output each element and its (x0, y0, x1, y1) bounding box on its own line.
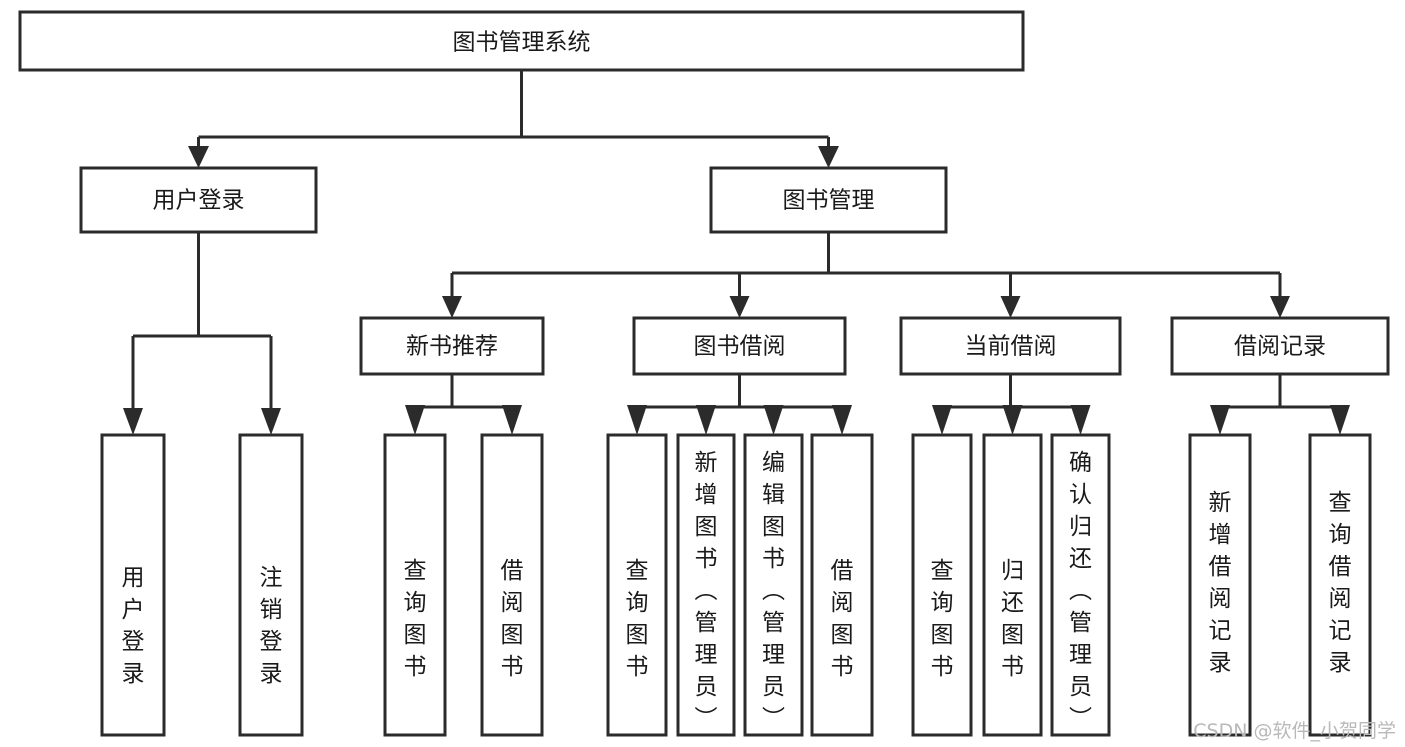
arrow-head-leaf-add-book (696, 405, 716, 435)
node-leaf-query-book-recommend[interactable]: 查询图书 (383, 433, 447, 737)
node-leaf-logout-label: 注销登录 (260, 565, 283, 687)
node-book-borrow-box[interactable] (632, 316, 847, 376)
node-leaf-borrow-book[interactable]: 借阅图书 (810, 433, 874, 737)
arrow-head-leaf-query-book-borrow (627, 405, 647, 435)
node-leaf-add-book-label: 新增图书︵管理员︶ (695, 450, 718, 732)
arrow-head-new-book-recommend (442, 296, 462, 318)
node-leaf-edit-book-box[interactable] (743, 433, 804, 737)
node-borrow-record-label: 借阅记录 (1234, 334, 1326, 360)
node-leaf-query-book-borrow-label: 查询图书 (626, 558, 649, 680)
node-leaf-add-book[interactable]: 新增图书︵管理员︶ (676, 433, 736, 737)
node-leaf-query-book-current[interactable]: 查询图书 (911, 433, 973, 737)
node-book-manage-label: 图书管理 (783, 188, 875, 214)
arrow-head-leaf-add-borrow-record (1210, 405, 1230, 435)
node-current-borrow-label: 当前借阅 (965, 334, 1057, 360)
node-leaf-logout[interactable]: 注销登录 (238, 433, 304, 737)
node-leaf-logout-box[interactable] (238, 433, 304, 737)
node-leaf-edit-book-label: 编辑图书︵管理员︶ (762, 450, 785, 732)
node-new-book-recommend-label: 新书推荐 (406, 334, 498, 360)
node-leaf-borrow-book-recommend[interactable]: 借阅图书 (480, 433, 544, 737)
arrow-head-leaf-logout (261, 408, 281, 435)
node-new-book-recommend-box[interactable] (359, 316, 545, 376)
node-leaf-add-borrow-record-label: 新增借阅记录 (1209, 490, 1232, 676)
watermark: CSDN @软件_小贺同学 (1193, 720, 1396, 742)
node-new-book-recommend[interactable]: 新书推荐 (359, 316, 545, 376)
node-leaf-add-borrow-record-box[interactable] (1188, 433, 1252, 737)
connector-layer (123, 70, 1350, 435)
node-leaf-query-book-current-label: 查询图书 (931, 558, 954, 680)
arrow-head-leaf-borrow-book (832, 405, 852, 435)
node-leaf-user-login-label: 用户登录 (122, 565, 145, 687)
arrow-head-current-borrow (1000, 296, 1021, 318)
node-leaf-borrow-book-label: 借阅图书 (831, 558, 854, 680)
node-borrow-record-box[interactable] (1170, 316, 1390, 376)
arrow-head-user-login (188, 146, 209, 168)
arrow-head-leaf-confirm-return (1070, 405, 1091, 435)
node-leaf-borrow-book-recommend-box[interactable] (480, 433, 544, 737)
arrow-head-leaf-query-book-recommend (405, 405, 425, 435)
node-leaf-confirm-return-label: 确认归还︵管理员︶ (1069, 450, 1092, 732)
arrow-head-leaf-return-book (1002, 405, 1023, 435)
arrow-head-leaf-query-borrow-record (1330, 405, 1350, 435)
node-leaf-return-book-box[interactable] (982, 433, 1043, 737)
arrow-head-leaf-user-login (123, 408, 143, 435)
node-leaf-query-book-current-box[interactable] (911, 433, 973, 737)
node-leaf-confirm-return-box[interactable] (1050, 433, 1111, 737)
node-leaf-query-borrow-record-box[interactable] (1308, 433, 1372, 737)
node-root-box[interactable] (18, 10, 1025, 72)
node-leaf-query-borrow-record-label: 查询借阅记录 (1329, 490, 1352, 676)
node-leaf-query-book-borrow[interactable]: 查询图书 (606, 433, 668, 737)
node-leaf-user-login-box[interactable] (100, 433, 166, 737)
node-leaf-add-book-box[interactable] (676, 433, 736, 737)
node-leaf-query-borrow-record[interactable]: 查询借阅记录 (1308, 433, 1372, 737)
node-leaf-return-book[interactable]: 归还图书 (982, 433, 1043, 737)
node-user-login[interactable]: 用户登录 (79, 166, 318, 234)
node-root-label: 图书管理系统 (453, 30, 591, 56)
arrow-head-leaf-query-book-current (932, 405, 952, 435)
node-leaf-query-book-recommend-label: 查询图书 (404, 558, 427, 680)
node-leaf-query-book-recommend-box[interactable] (383, 433, 447, 737)
node-leaf-return-book-label: 归还图书 (1001, 558, 1024, 680)
node-root[interactable]: 图书管理系统 (18, 10, 1025, 72)
node-leaf-borrow-book-recommend-label: 借阅图书 (501, 558, 524, 680)
node-leaf-borrow-book-box[interactable] (810, 433, 874, 737)
node-leaf-edit-book[interactable]: 编辑图书︵管理员︶ (743, 433, 804, 737)
arrow-head-leaf-borrow-book-recommend (502, 405, 522, 435)
node-current-borrow-box[interactable] (899, 316, 1122, 376)
arrow-head-book-manage (818, 146, 839, 168)
node-current-borrow[interactable]: 当前借阅 (899, 316, 1122, 376)
node-user-login-box[interactable] (79, 166, 318, 234)
node-leaf-query-book-borrow-box[interactable] (606, 433, 668, 737)
arrow-head-book-borrow (729, 296, 750, 318)
node-book-manage-box[interactable] (709, 166, 948, 234)
node-leaf-add-borrow-record[interactable]: 新增借阅记录 (1188, 433, 1252, 737)
node-leaf-user-login[interactable]: 用户登录 (100, 433, 166, 737)
arrow-head-borrow-record (1270, 296, 1290, 318)
node-book-manage[interactable]: 图书管理 (709, 166, 948, 234)
node-book-borrow-label: 图书借阅 (694, 334, 786, 360)
node-book-borrow[interactable]: 图书借阅 (632, 316, 847, 376)
leaf-node-layer: 用户登录 注销登录 查询图书 借阅图书 查询图书 新增图书︵管理员︶ (100, 433, 1372, 737)
node-leaf-confirm-return[interactable]: 确认归还︵管理员︶ (1050, 433, 1111, 737)
node-user-login-label: 用户登录 (153, 188, 245, 214)
node-borrow-record[interactable]: 借阅记录 (1170, 316, 1390, 376)
arrow-head-leaf-edit-book (763, 405, 784, 435)
